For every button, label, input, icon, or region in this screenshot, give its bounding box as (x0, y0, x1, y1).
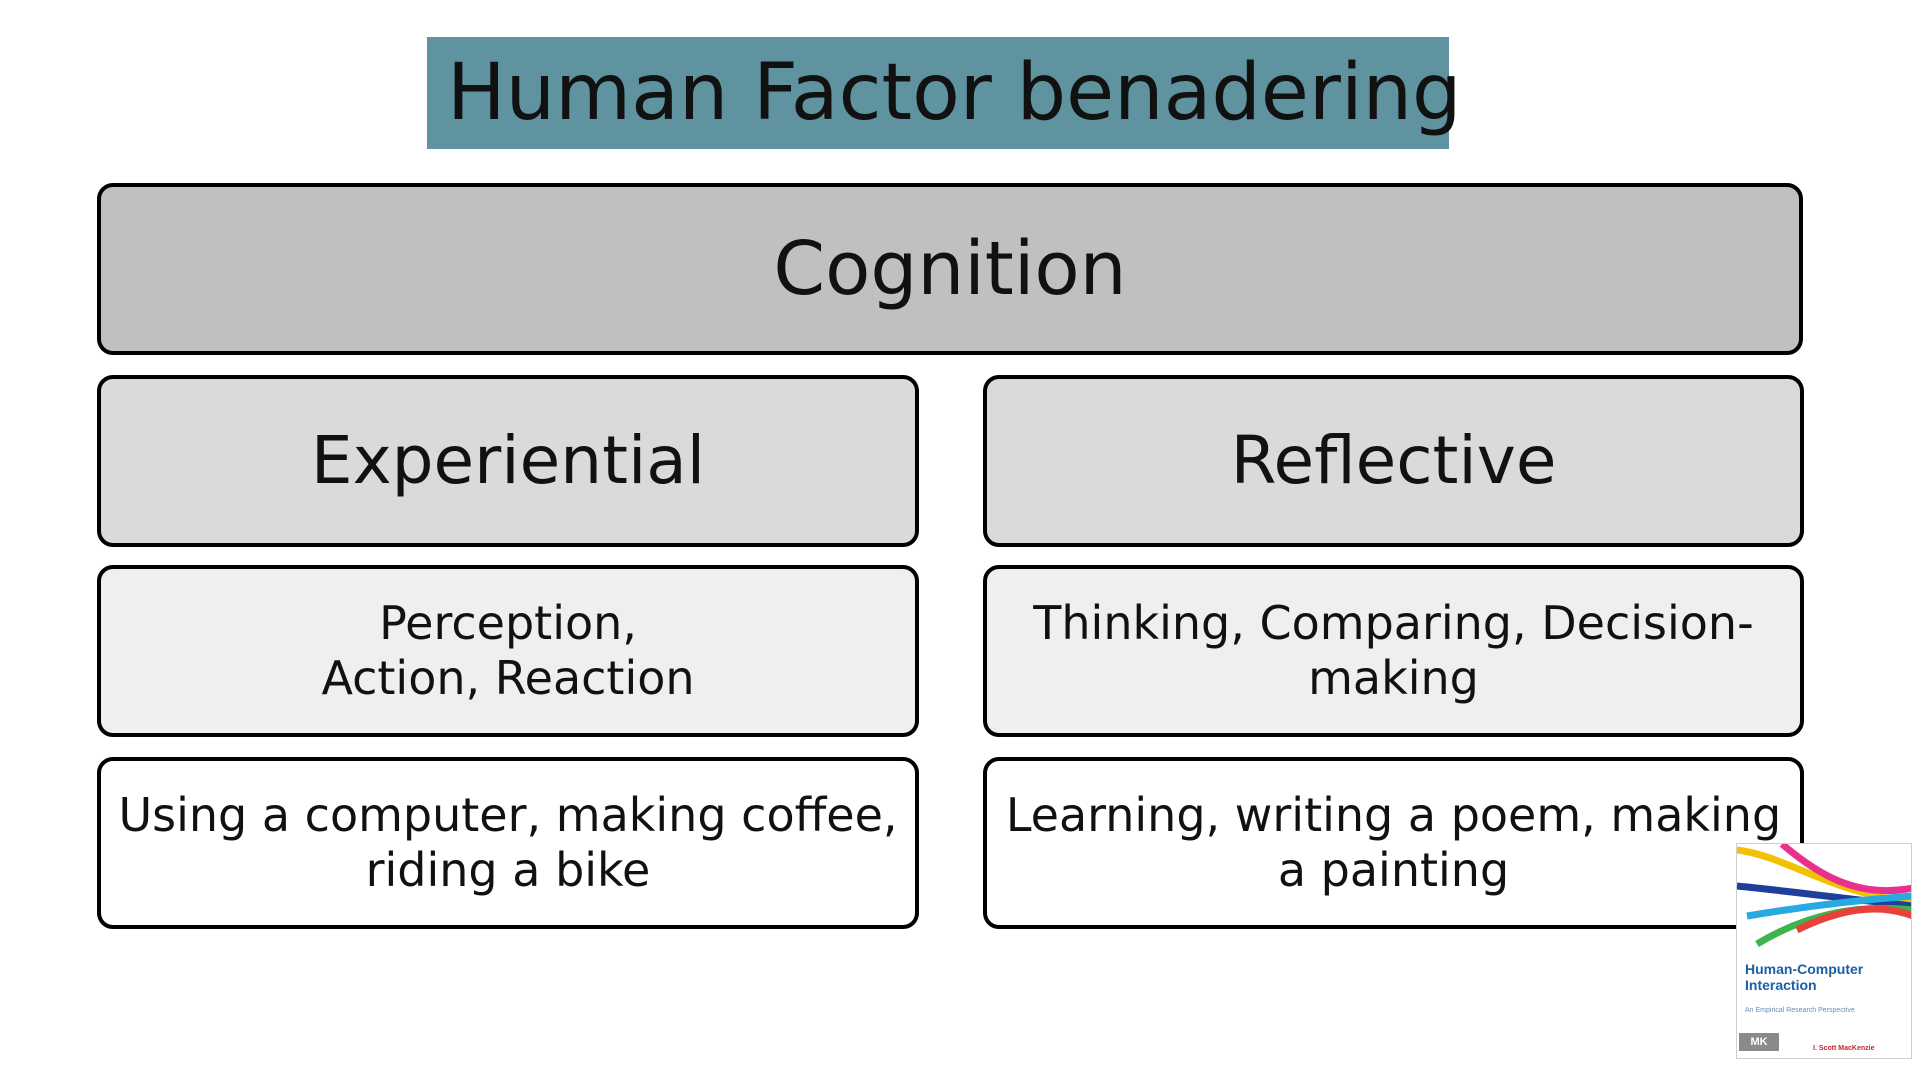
reflective-description-box: Thinking, Comparing, Decision- making (983, 565, 1804, 737)
book-cover-stripes-graphic (1737, 844, 1911, 948)
slide-title-bar: Human Factor benadering (427, 37, 1462, 149)
reflective-examples: Learning, writing a poem, making a paint… (1005, 787, 1782, 897)
publisher-logo: MK (1739, 1033, 1779, 1051)
experiential-label: Experiential (310, 422, 706, 500)
experiential-description: Perception, Action, Reaction (321, 595, 695, 705)
experiential-examples: Using a computer, making coffee, riding … (118, 787, 898, 897)
cognition-label: Cognition (773, 225, 1127, 312)
reflective-description: Thinking, Comparing, Decision- making (1033, 595, 1754, 705)
experiential-box: Experiential (97, 375, 919, 547)
experiential-examples-box: Using a computer, making coffee, riding … (97, 757, 919, 929)
reflective-label: Reflective (1230, 422, 1557, 500)
book-title: Human-Computer Interaction (1745, 961, 1864, 993)
book-cover-image: Human-Computer Interaction An Empirical … (1736, 843, 1912, 1059)
experiential-description-box: Perception, Action, Reaction (97, 565, 919, 737)
reflective-box: Reflective (983, 375, 1804, 547)
book-author: I. Scott MacKenzie (1813, 1045, 1875, 1052)
cognition-box: Cognition (97, 183, 1803, 355)
reflective-examples-box: Learning, writing a poem, making a paint… (983, 757, 1804, 929)
slide-title: Human Factor benadering (447, 48, 1462, 138)
book-subtitle: An Empirical Research Perspective (1745, 1007, 1855, 1014)
